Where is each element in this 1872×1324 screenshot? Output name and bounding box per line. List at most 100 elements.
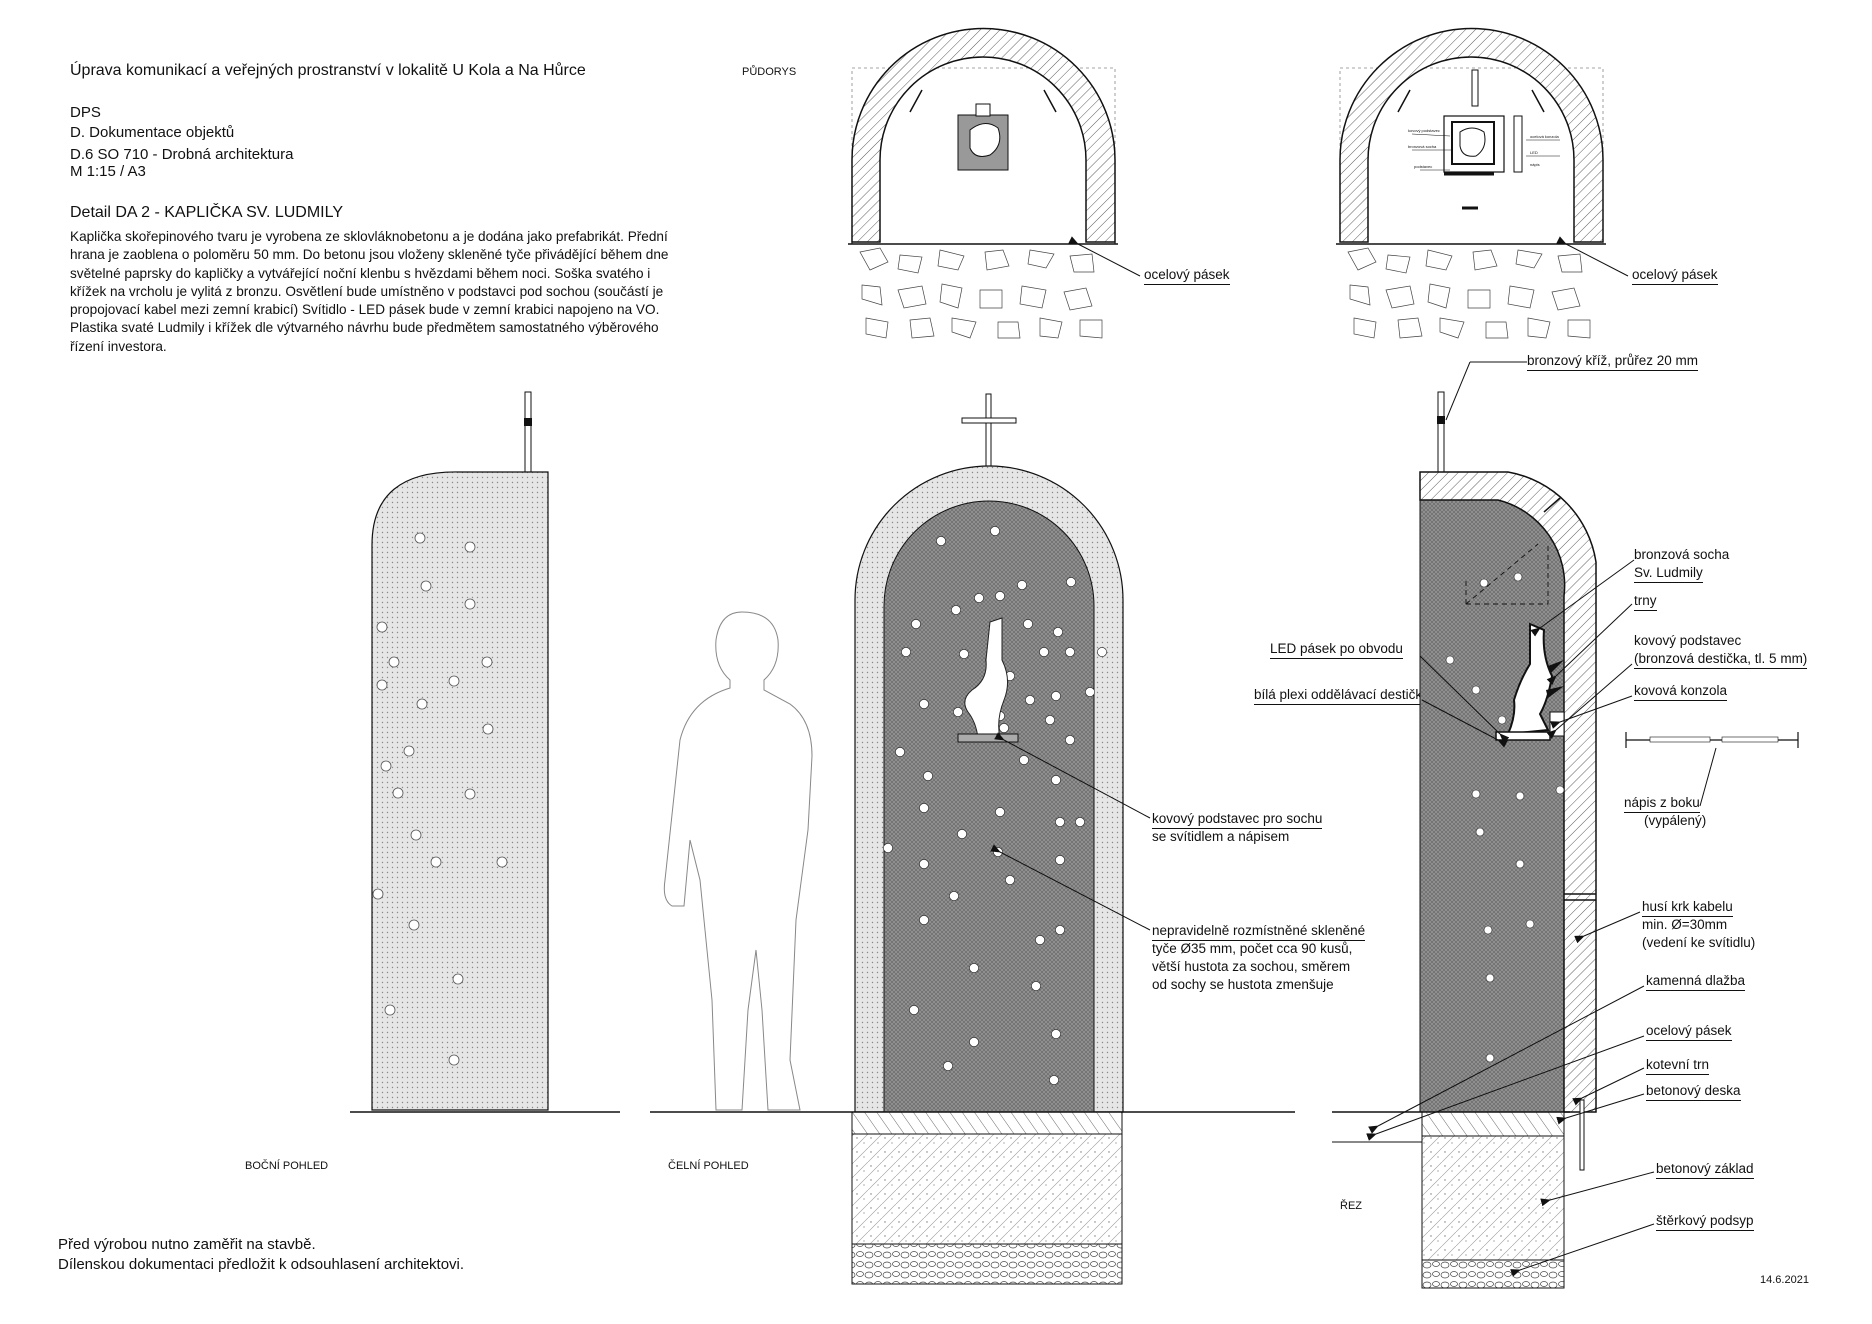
glass-rod bbox=[901, 647, 911, 657]
label-side-inscription-2: (vypálený) bbox=[1644, 813, 1707, 828]
glass-rod bbox=[995, 591, 1005, 601]
glass-rod bbox=[448, 1054, 460, 1066]
label-steel-strip-plan-2: ocelový pásek bbox=[1632, 266, 1718, 285]
glass-rod bbox=[1555, 785, 1565, 795]
front-view-label: ČELNÍ POHLED bbox=[668, 1160, 749, 1172]
glass-rod bbox=[384, 1004, 396, 1016]
glass-rod bbox=[943, 1061, 953, 1071]
glass-rod bbox=[1471, 685, 1481, 695]
label-glass-rods-3: větší hustota za sochou, směrem bbox=[1152, 959, 1351, 974]
glass-rod bbox=[1005, 875, 1015, 885]
label-pedestal-front-2: se svítidlem a nápisem bbox=[1152, 829, 1290, 844]
glass-rod bbox=[1019, 755, 1029, 765]
label-metal-pedestal: kovový podstavec bbox=[1634, 633, 1742, 648]
label-cable-2: min. Ø=30mm bbox=[1642, 917, 1728, 932]
object-label: D.6 SO 710 - Drobná architektura bbox=[70, 146, 294, 163]
section-view-label: ŘEZ bbox=[1340, 1200, 1362, 1212]
label-bronze-statue: bronzová socha bbox=[1634, 547, 1730, 562]
label-plexi: bílá plexi oddělávací destička bbox=[1254, 686, 1430, 705]
glass-rod bbox=[959, 649, 969, 659]
label-led-strip: LED pásek po obvodu bbox=[1270, 640, 1403, 659]
glass-rod bbox=[376, 621, 388, 633]
label-cable: husí krk kabelu bbox=[1642, 898, 1733, 917]
label-metal-pedestal-2: (bronzová destička, tl. 5 mm) bbox=[1634, 650, 1808, 669]
glass-rod bbox=[923, 771, 933, 781]
glass-rod bbox=[909, 1005, 919, 1015]
label-steel-strip-plan-1: ocelový pásek bbox=[1144, 266, 1230, 285]
section-label: D. Dokumentace objektů bbox=[70, 124, 235, 141]
glass-rod bbox=[995, 807, 1005, 817]
glass-rod bbox=[416, 698, 428, 710]
glass-rod bbox=[911, 619, 921, 629]
glass-rod bbox=[481, 656, 493, 668]
front-view bbox=[650, 393, 1295, 1285]
glass-rod bbox=[482, 723, 494, 735]
label-pedestal-front: kovový podstavec pro sochu bbox=[1152, 810, 1323, 829]
glass-rod bbox=[376, 679, 388, 691]
glass-rod bbox=[919, 859, 929, 869]
glass-rod bbox=[1017, 580, 1027, 590]
glass-rod bbox=[1065, 735, 1075, 745]
description-line: křížek na vrcholu je vylitá z bronzu. Os… bbox=[70, 283, 664, 299]
glass-rod bbox=[1039, 647, 1049, 657]
glass-rod bbox=[1525, 919, 1535, 929]
glass-rod bbox=[957, 829, 967, 839]
label-steel-strip-section: ocelový pásek bbox=[1646, 1022, 1732, 1041]
label-bronze-cross: bronzový kříž, průřez 20 mm bbox=[1527, 352, 1699, 371]
glass-rod bbox=[1035, 935, 1045, 945]
plan-small-label: podstavec bbox=[1414, 164, 1432, 169]
description-line: řízení investora. bbox=[70, 338, 167, 354]
glass-rod bbox=[1055, 925, 1065, 935]
glass-rod bbox=[380, 760, 392, 772]
glass-rod bbox=[403, 745, 415, 757]
glass-rod bbox=[919, 915, 929, 925]
plan-small-label: ocelová konzola bbox=[1530, 134, 1559, 139]
glass-rod bbox=[1485, 1053, 1495, 1063]
plan-small-label: nápis bbox=[1530, 162, 1540, 167]
glass-rod bbox=[1475, 827, 1485, 837]
glass-rod bbox=[1055, 855, 1065, 865]
description-line: světelné paprsky do kapličky a vytvářejí… bbox=[70, 265, 651, 281]
label-thorns: trny bbox=[1634, 592, 1657, 611]
glass-rod bbox=[883, 843, 893, 853]
plan-view-2: kovový podstavec bronzová socha podstave… bbox=[1336, 27, 1629, 342]
glass-rod bbox=[895, 747, 905, 757]
glass-rod bbox=[1049, 1075, 1059, 1085]
glass-rod bbox=[1025, 695, 1035, 705]
label-gravel: štěrkový podsyp bbox=[1656, 1212, 1754, 1231]
glass-rod bbox=[999, 723, 1009, 733]
plan-small-label: bronzová socha bbox=[1408, 144, 1437, 149]
glass-rod bbox=[420, 580, 432, 592]
glass-rod bbox=[949, 891, 959, 901]
glass-rod bbox=[1097, 647, 1107, 657]
glass-rod bbox=[1471, 789, 1481, 799]
label-glass-rods-2: tyče Ø35 mm, počet cca 90 kusů, bbox=[1152, 941, 1353, 956]
glass-rod bbox=[1515, 791, 1525, 801]
glass-rod bbox=[974, 593, 984, 603]
glass-rod bbox=[1051, 1029, 1061, 1039]
footnote-line: Před výrobou nutno zaměřit na stavbě. bbox=[58, 1236, 316, 1253]
plan-view-label: PŮDORYS bbox=[742, 66, 797, 78]
side-view bbox=[350, 391, 620, 1113]
glass-rod bbox=[392, 787, 404, 799]
label-anchor: kotevní trn bbox=[1646, 1056, 1710, 1075]
scale-label: M 1:15 / A3 bbox=[70, 163, 146, 180]
phase-label: DPS bbox=[70, 104, 101, 121]
glass-rod bbox=[919, 803, 929, 813]
glass-rod bbox=[936, 536, 946, 546]
description: Kaplička skořepinového tvaru je vyrobena… bbox=[70, 228, 805, 356]
label-stone-paving: kamenná dlažba bbox=[1646, 972, 1746, 991]
glass-rod bbox=[1445, 655, 1455, 665]
glass-rod bbox=[951, 605, 961, 615]
label-side-inscription: nápis z boku bbox=[1624, 794, 1700, 813]
glass-rod bbox=[1051, 691, 1061, 701]
label-bronze-statue-2: Sv. Ludmily bbox=[1634, 564, 1703, 583]
person-silhouette bbox=[663, 611, 813, 1111]
glass-rod bbox=[1023, 619, 1033, 629]
glass-rod bbox=[1515, 859, 1525, 869]
glass-rod bbox=[1485, 973, 1495, 983]
section-view bbox=[1332, 361, 1799, 1289]
glass-rod bbox=[1055, 817, 1065, 827]
side-view-label: BOČNÍ POHLED bbox=[245, 1160, 329, 1172]
